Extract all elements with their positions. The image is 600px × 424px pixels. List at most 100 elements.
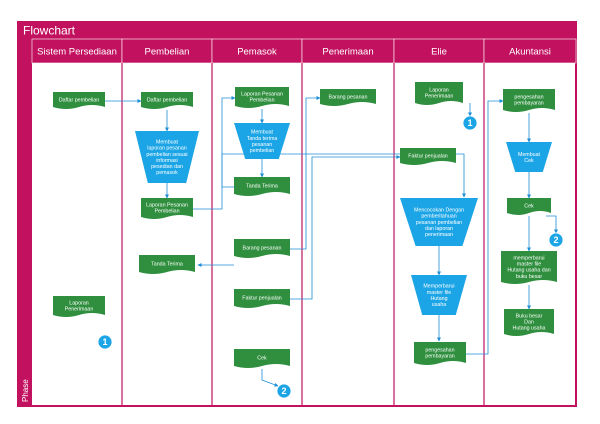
node-label-line: pengesahan — [514, 95, 543, 101]
node-label-line: Hutang usaha dan — [507, 268, 550, 274]
node-pb-tanda: Tanda Terima — [139, 255, 195, 274]
node-label-line: pembayaran — [514, 101, 543, 107]
lane-title-pemasok: Pemasok — [237, 47, 277, 58]
node-label-line: Barang pesanan — [243, 246, 282, 252]
flow-arrow — [221, 153, 466, 198]
flow-arrow — [546, 215, 558, 234]
node-sp-c1: 1 — [97, 334, 113, 350]
flow-arrow — [290, 155, 401, 300]
node-label-line: Membuat — [156, 140, 179, 146]
node-label-line: Hutang usaha — [513, 326, 546, 332]
document-shape — [414, 342, 466, 365]
lane-header-sistem-persediaan — [31, 38, 123, 64]
document-shape — [234, 177, 290, 196]
connector-shape — [548, 232, 564, 248]
node-label-line: pesanan — [252, 142, 272, 148]
node-pm-c2: 2 — [276, 383, 292, 399]
node-label-line: pesedian dan — [151, 164, 183, 170]
node-label-line: pembelian — [250, 148, 274, 154]
node-label-line: Laporan Pesanan — [146, 203, 188, 209]
process-shape — [411, 275, 467, 315]
node-label-line: Cek — [524, 204, 534, 210]
lane-header-akuntansi — [483, 38, 577, 64]
connector-label: 1 — [102, 337, 107, 347]
node-label-line: memperbarui — [513, 255, 544, 261]
connector-shape — [97, 334, 113, 350]
node-label-line: usaha — [432, 302, 446, 308]
node-label-line: master file — [517, 262, 541, 268]
node-pm-tanda: Tanda Terima — [234, 177, 290, 196]
node-label-line: Penerimaan — [425, 94, 454, 100]
node-label-line: Daftar pembelian — [59, 98, 99, 104]
document-shape — [53, 92, 105, 109]
node-label-line: Membuat — [518, 152, 541, 158]
node-label-line: master file — [427, 290, 451, 296]
node-pm-barang: Barang pesanan — [234, 239, 290, 258]
node-ak-cek: Cek — [507, 198, 551, 215]
connector-shape — [462, 115, 478, 131]
document-shape — [415, 82, 463, 105]
document-shape — [504, 309, 554, 336]
node-pb-daftar: Daftar pembelian — [141, 92, 193, 109]
connector-label: 1 — [467, 118, 472, 128]
document-shape — [141, 92, 193, 109]
node-label-line: pembayaran — [425, 354, 454, 360]
node-label-line: pemberitahuan — [421, 214, 456, 220]
node-label-line: Mencocokan Dengan — [414, 208, 464, 214]
node-label-line: pengesahan — [425, 348, 454, 354]
process-shape — [234, 123, 290, 159]
document-shape — [234, 349, 290, 368]
node-label-line: Pembelian — [154, 209, 179, 215]
node-label-line: Hutang — [430, 296, 447, 302]
node-label-line: buku besar — [516, 274, 542, 280]
connector-shape — [276, 383, 292, 399]
node-label-line: Buku besar — [516, 314, 543, 320]
node-label-line: Tanda Terima — [246, 184, 278, 190]
flow-arrow — [261, 369, 279, 387]
node-label-line: penerimaan — [425, 232, 453, 238]
node-pn-barang: Barang pesanan — [320, 89, 376, 106]
node-label-line: informasi — [156, 158, 178, 164]
process-shape — [400, 198, 478, 246]
lane-title-pembelian: Pembelian — [145, 47, 190, 58]
node-el-c1: 1 — [462, 115, 478, 131]
node-label-line: Tanda terima — [247, 136, 278, 142]
flow-arrow — [466, 99, 504, 355]
connector-label: 2 — [553, 235, 558, 245]
document-shape — [234, 289, 290, 308]
document-shape — [320, 89, 376, 106]
node-label-line: Membuat — [251, 130, 274, 136]
document-shape — [235, 87, 289, 108]
document-shape — [507, 198, 551, 215]
document-shape — [501, 251, 557, 284]
phase-label: Phase — [21, 379, 30, 402]
lane-title-sistem-persediaan: Sistem Persediaan — [37, 47, 117, 58]
document-shape — [141, 198, 193, 219]
node-label-line: laporan pesanan — [147, 146, 187, 152]
node-label-line: Cek — [524, 158, 534, 164]
node-label-line: Faktur penjualan — [408, 154, 448, 160]
flow-arrow — [193, 96, 236, 210]
node-label-line: Daftar pembelian — [147, 98, 187, 104]
node-label-line: Pembelian — [249, 98, 274, 104]
node-el-faktur: Faktur penjualan — [400, 148, 456, 165]
node-sp-daftar: Daftar pembelian — [53, 92, 105, 109]
node-ak-c2: 2 — [548, 232, 564, 248]
node-label-line: Tanda Terima — [151, 262, 183, 268]
document-shape — [139, 255, 195, 274]
node-label-line: Laporan — [429, 88, 448, 94]
lane-title-akuntansi: Akuntansi — [509, 47, 551, 58]
node-label-line: Laporan Pesanan — [241, 92, 283, 98]
lane-title-penerimaan: Penerimaan — [322, 47, 373, 58]
